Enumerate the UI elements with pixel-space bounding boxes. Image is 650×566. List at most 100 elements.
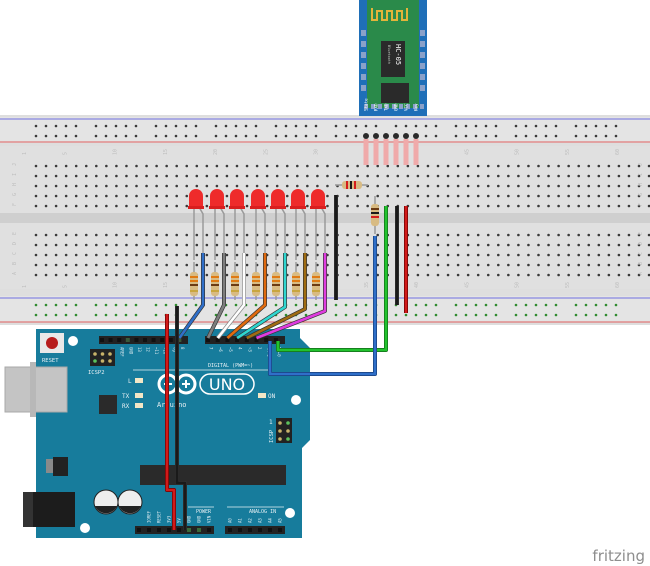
breadboard-hole[interactable]: [446, 233, 450, 237]
breadboard-hole[interactable]: [135, 164, 138, 168]
breadboard-hole[interactable]: [497, 174, 500, 178]
breadboard-hole[interactable]: [285, 184, 289, 188]
breadboard-hole[interactable]: [145, 233, 148, 237]
led-signal-wire[interactable]: [206, 253, 226, 339]
breadboard-hole[interactable]: [245, 164, 249, 168]
rail-hole[interactable]: [404, 313, 408, 317]
breadboard-hole[interactable]: [486, 233, 490, 237]
breadboard-hole[interactable]: [627, 174, 631, 178]
breadboard-hole[interactable]: [456, 174, 460, 178]
breadboard-hole[interactable]: [376, 273, 380, 277]
analog-pin-socket[interactable]: [248, 528, 252, 532]
breadboard-hole[interactable]: [436, 194, 440, 198]
breadboard-hole[interactable]: [366, 233, 369, 237]
breadboard-hole[interactable]: [497, 164, 500, 168]
breadboard-hole[interactable]: [466, 164, 470, 168]
breadboard-hole[interactable]: [155, 194, 158, 198]
breadboard-hole[interactable]: [84, 164, 88, 168]
breadboard-hole[interactable]: [84, 243, 88, 247]
breadboard-hole[interactable]: [95, 204, 98, 208]
breadboard-hole[interactable]: [587, 243, 591, 247]
breadboard-hole[interactable]: [115, 273, 118, 277]
breadboard-hole[interactable]: [175, 174, 178, 178]
breadboard-hole[interactable]: [466, 273, 470, 277]
breadboard-hole[interactable]: [285, 194, 289, 198]
breadboard-hole[interactable]: [647, 243, 650, 247]
breadboard-hole[interactable]: [84, 194, 88, 198]
breadboard-hole[interactable]: [426, 273, 430, 277]
breadboard-hole[interactable]: [557, 243, 560, 247]
breadboard-hole[interactable]: [396, 164, 400, 168]
rail-hole[interactable]: [554, 303, 558, 307]
breadboard-hole[interactable]: [456, 204, 460, 208]
breadboard-hole[interactable]: [416, 243, 420, 247]
rail-hole[interactable]: [214, 303, 218, 307]
breadboard-hole[interactable]: [446, 164, 450, 168]
breadboard-hole[interactable]: [577, 253, 580, 257]
rail-hole[interactable]: [354, 303, 358, 307]
rail-hole[interactable]: [64, 303, 68, 307]
breadboard-hole[interactable]: [587, 204, 591, 208]
breadboard-hole[interactable]: [396, 184, 400, 188]
breadboard-hole[interactable]: [577, 184, 580, 188]
rail-hole[interactable]: [424, 303, 428, 307]
breadboard-hole[interactable]: [34, 243, 38, 247]
breadboard-hole[interactable]: [386, 184, 390, 188]
breadboard-hole[interactable]: [466, 184, 470, 188]
rail-hole[interactable]: [194, 303, 198, 307]
digital-pin-socket[interactable]: [244, 338, 249, 342]
breadboard-hole[interactable]: [44, 253, 48, 257]
breadboard-hole[interactable]: [456, 253, 460, 257]
rail-hole[interactable]: [94, 303, 98, 307]
breadboard-hole[interactable]: [185, 164, 189, 168]
breadboard-hole[interactable]: [406, 184, 410, 188]
breadboard-hole[interactable]: [476, 243, 480, 247]
breadboard-hole[interactable]: [215, 253, 219, 257]
rail-hole[interactable]: [74, 124, 78, 128]
breadboard-hole[interactable]: [175, 233, 178, 237]
breadboard-hole[interactable]: [597, 273, 601, 277]
breadboard-hole[interactable]: [567, 164, 570, 168]
digital-pin-socket[interactable]: [168, 338, 173, 342]
rail-hole[interactable]: [224, 124, 228, 128]
breadboard-hole[interactable]: [145, 243, 148, 247]
breadboard-hole[interactable]: [44, 164, 48, 168]
rail-hole[interactable]: [414, 124, 418, 128]
breadboard-hole[interactable]: [547, 263, 550, 267]
breadboard-hole[interactable]: [185, 233, 189, 237]
breadboard-hole[interactable]: [285, 164, 289, 168]
breadboard-hole[interactable]: [456, 273, 460, 277]
breadboard-hole[interactable]: [34, 204, 38, 208]
rail-hole[interactable]: [74, 134, 78, 138]
breadboard-hole[interactable]: [446, 273, 450, 277]
breadboard-hole[interactable]: [64, 243, 68, 247]
rail-hole[interactable]: [284, 313, 288, 317]
breadboard-hole[interactable]: [476, 174, 480, 178]
breadboard-hole[interactable]: [135, 253, 138, 257]
breadboard-hole[interactable]: [316, 174, 319, 178]
breadboard-hole[interactable]: [637, 263, 641, 267]
breadboard-hole[interactable]: [155, 204, 158, 208]
rail-hole[interactable]: [514, 303, 518, 307]
rail-hole[interactable]: [174, 303, 178, 307]
rail-hole[interactable]: [304, 124, 308, 128]
breadboard-hole[interactable]: [225, 263, 229, 267]
hc05-rxd-to-tx-wire[interactable]: [268, 236, 377, 376]
breadboard-hole[interactable]: [54, 164, 58, 168]
rail-hole[interactable]: [154, 303, 158, 307]
breadboard-hole[interactable]: [265, 184, 269, 188]
rail-hole[interactable]: [464, 124, 468, 128]
rail-hole[interactable]: [474, 313, 478, 317]
breadboard-hole[interactable]: [476, 273, 480, 277]
digital-pin-socket[interactable]: [100, 338, 104, 342]
breadboard-hole[interactable]: [165, 273, 168, 277]
breadboard-hole[interactable]: [386, 194, 390, 198]
reset-button[interactable]: [40, 333, 64, 353]
breadboard-hole[interactable]: [537, 273, 540, 277]
breadboard-hole[interactable]: [527, 204, 530, 208]
breadboard-hole[interactable]: [547, 273, 550, 277]
breadboard-hole[interactable]: [245, 243, 249, 247]
breadboard-hole[interactable]: [135, 204, 138, 208]
breadboard-hole[interactable]: [446, 253, 450, 257]
breadboard-hole[interactable]: [517, 184, 520, 188]
